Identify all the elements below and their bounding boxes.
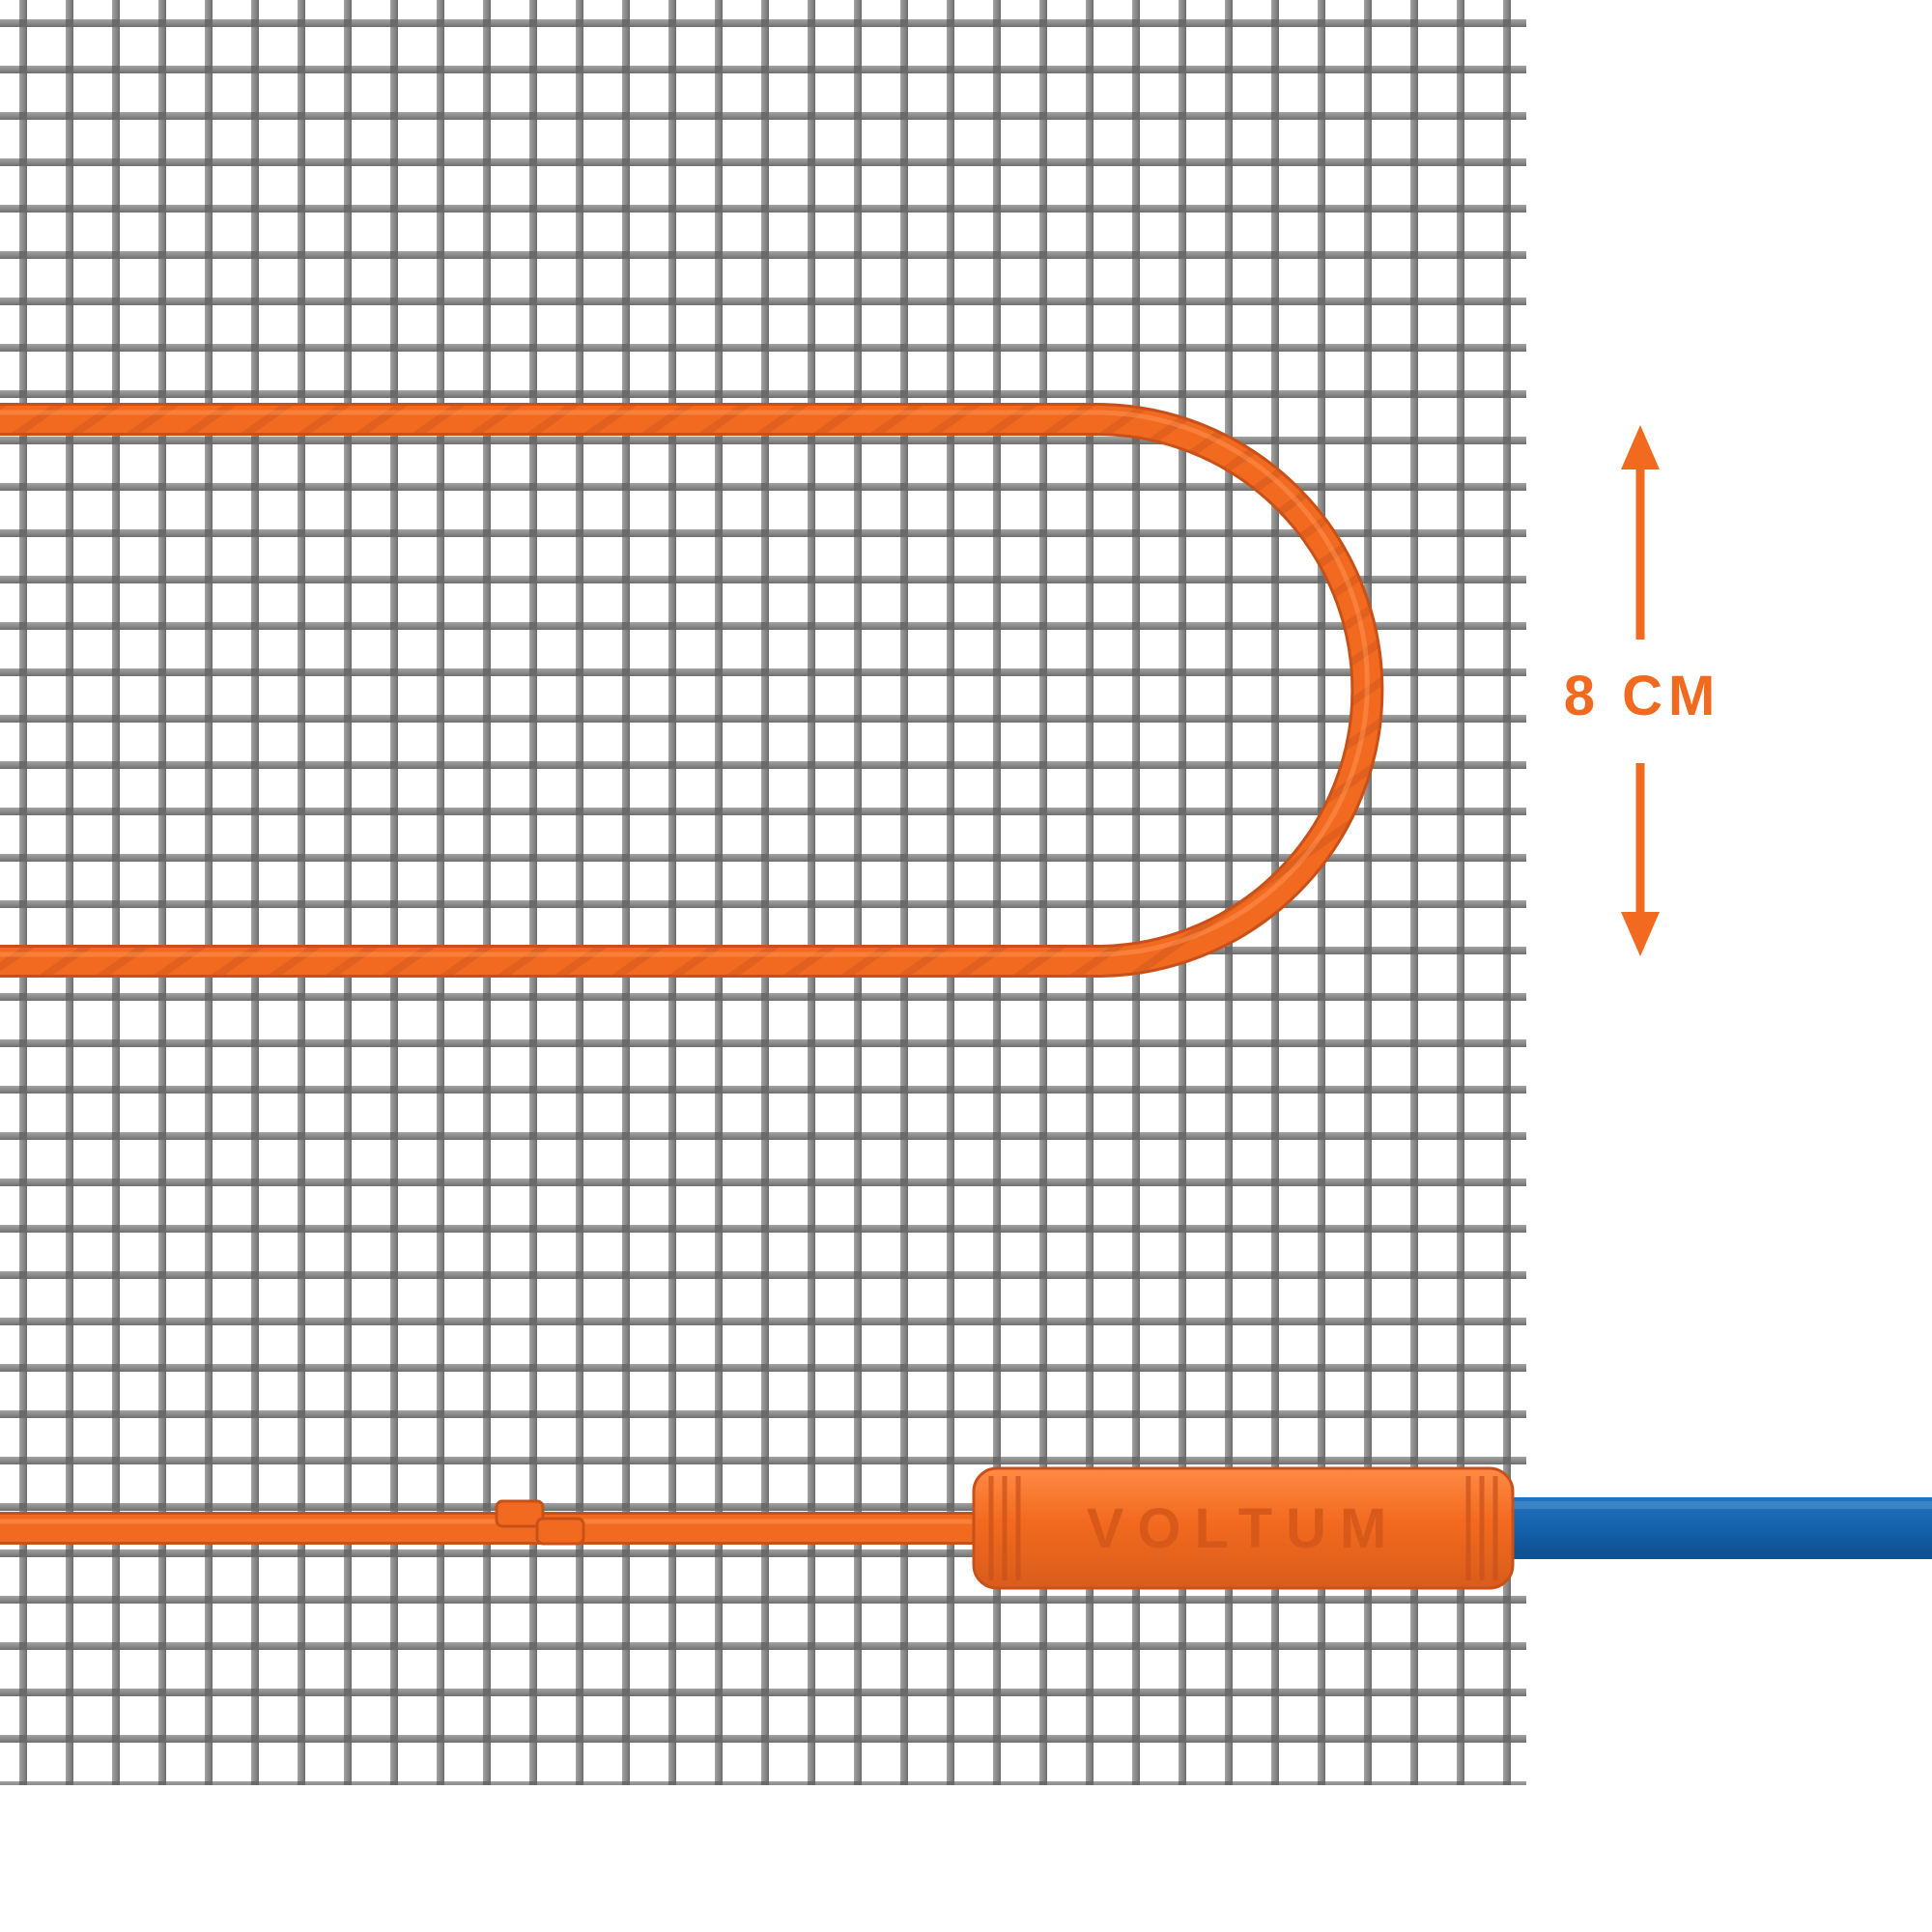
sleeve-ridges-left	[988, 1476, 1021, 1580]
heating-cable-braid-texture	[0, 406, 1381, 975]
arrow-up-icon	[1621, 425, 1660, 469]
heating-cable-highlight	[0, 410, 1370, 957]
sleeve-ridges-right	[1465, 1476, 1498, 1580]
splice-clip-upper	[495, 1499, 545, 1528]
arrow-down-icon	[1621, 912, 1660, 956]
cable-splice	[495, 1499, 585, 1546]
coupler-sleeve: VOLTUM	[972, 1466, 1515, 1590]
dimension-indicator: 8 CM	[1564, 425, 1721, 956]
brand-label: VOLTUM	[1087, 1497, 1401, 1560]
splice-clip-lower	[535, 1517, 585, 1546]
sleeve-body	[972, 1466, 1515, 1590]
power-cord-highlight	[1488, 1501, 1932, 1509]
heating-cable-loop	[0, 403, 1384, 978]
dimension-label: 8 CM	[1564, 665, 1721, 727]
